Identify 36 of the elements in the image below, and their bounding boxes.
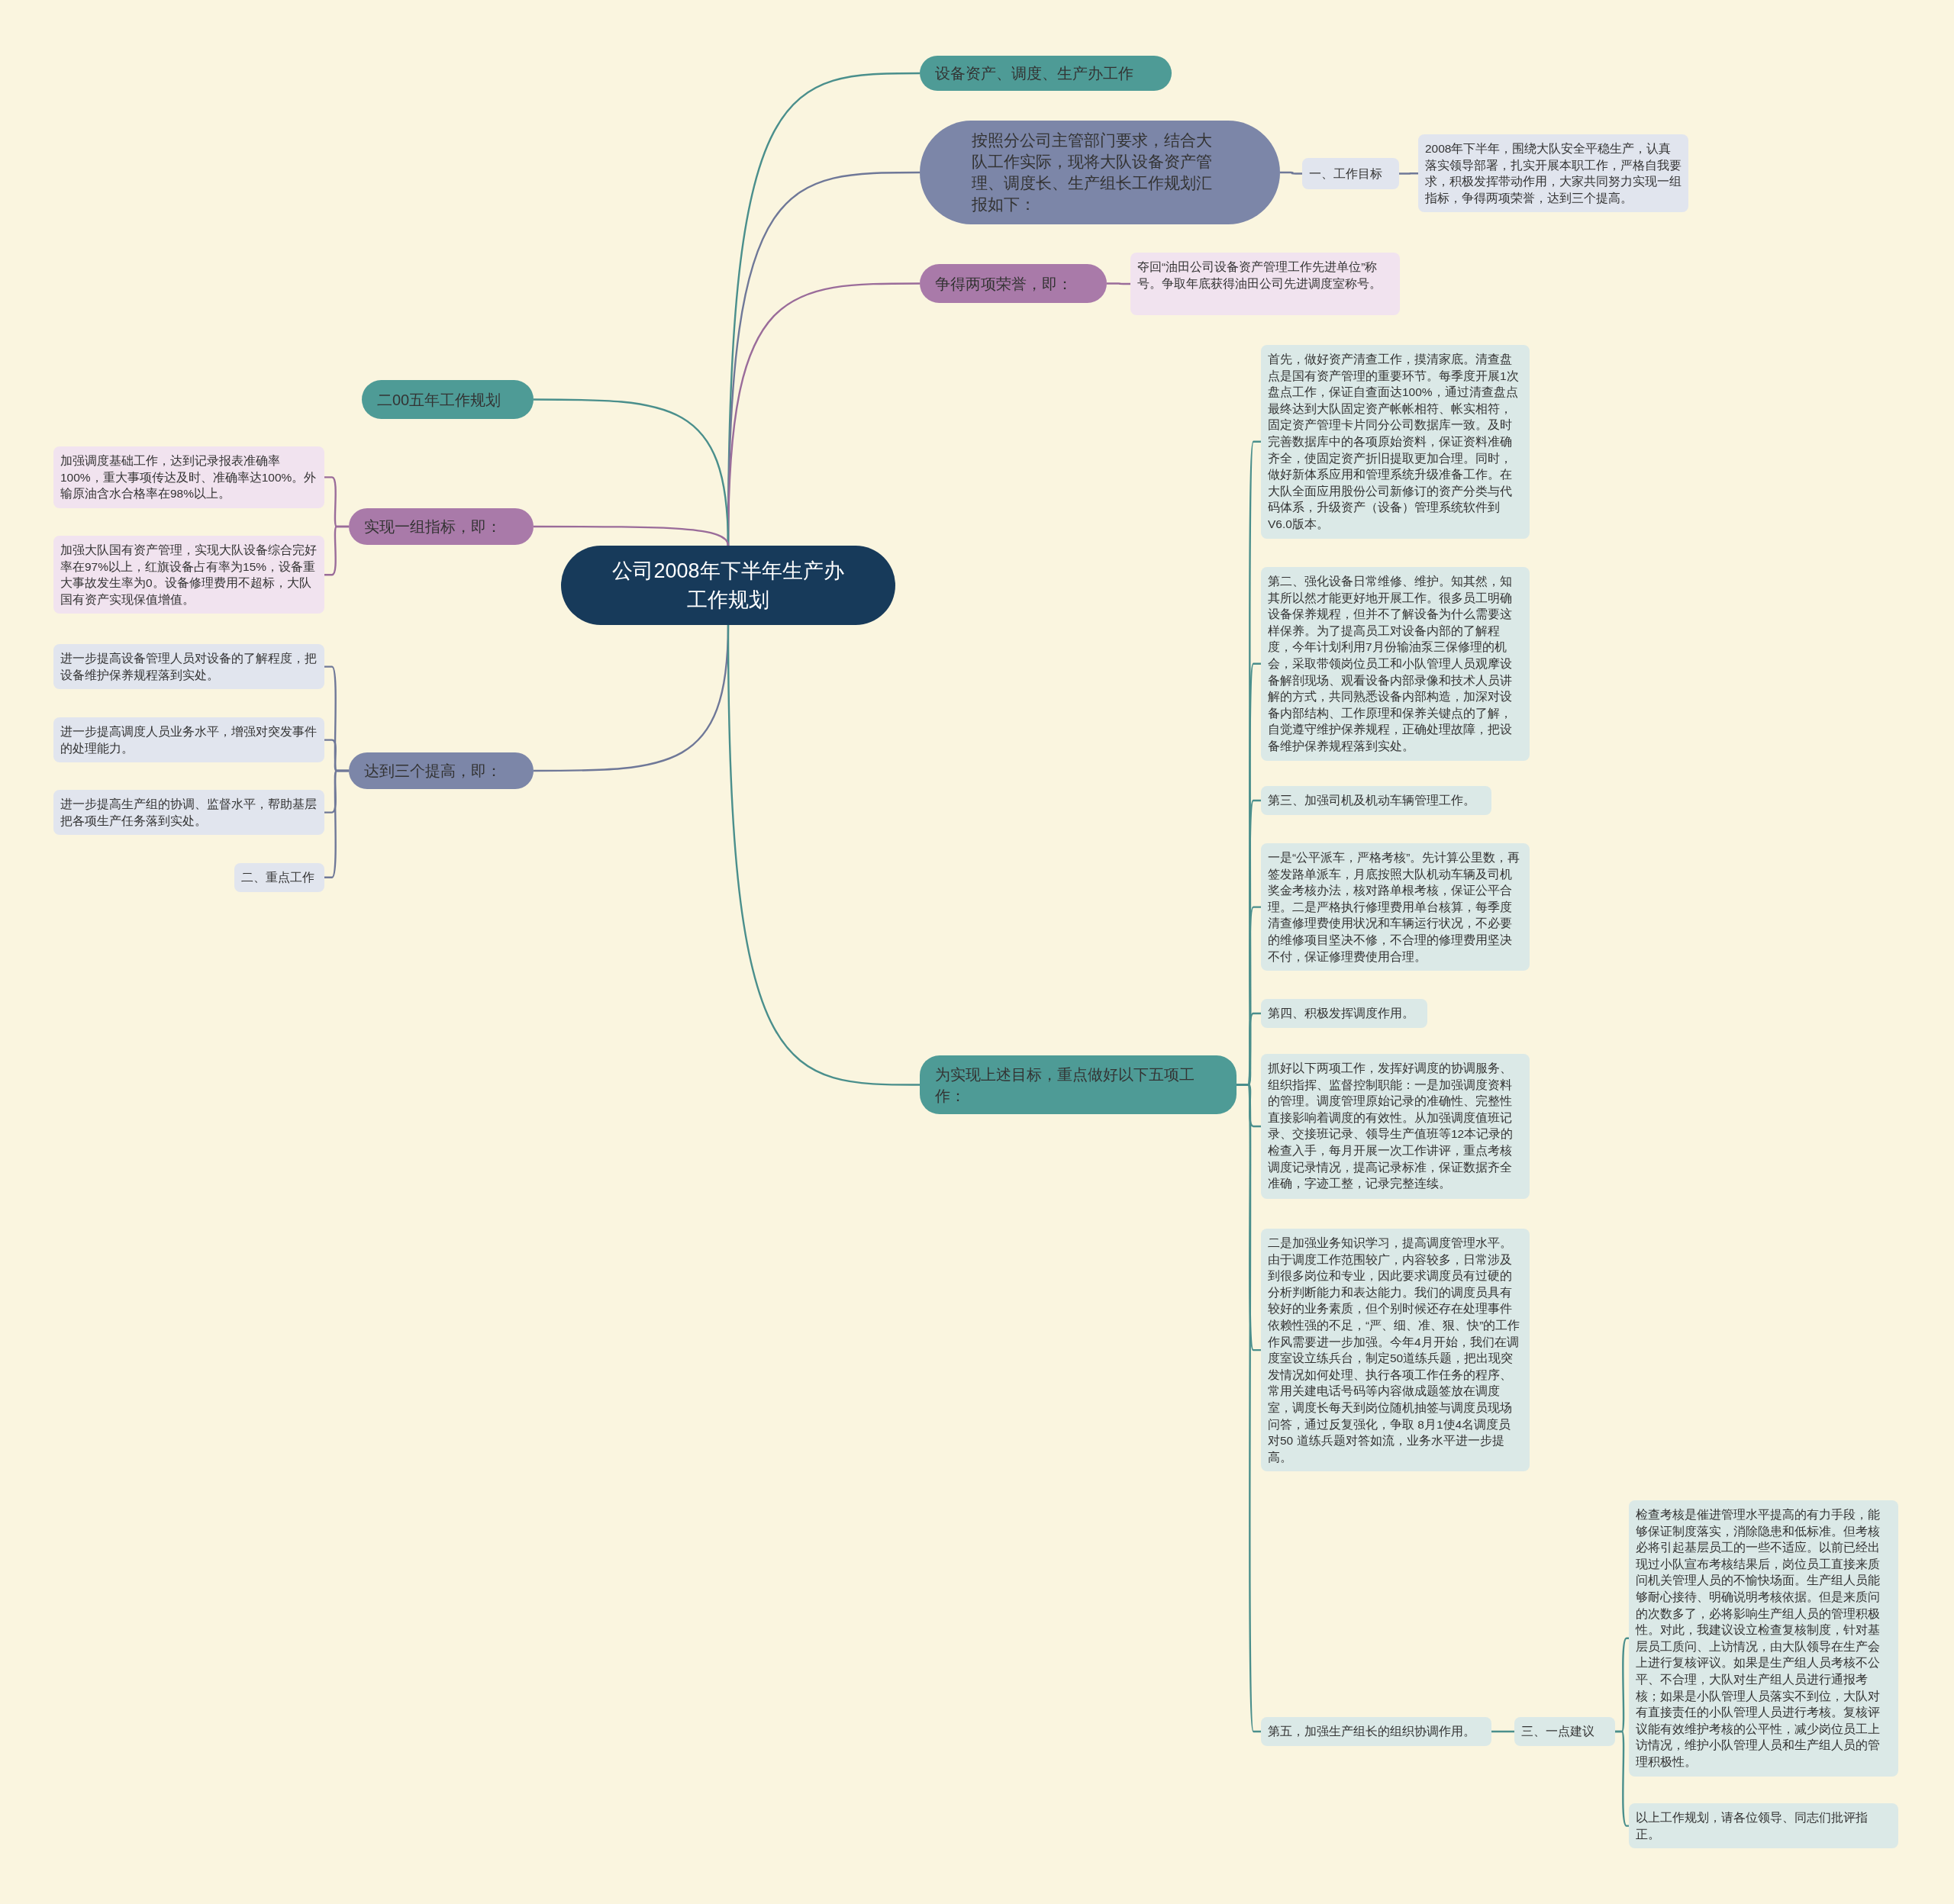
- subtopic-box: 抓好以下两项工作，发挥好调度的协调服务、组织指挥、监督控制职能：一是加强调度资料的管理。调度管理原始记录的准确性、完整性直接影响着调度的有效性。从加强调度值班记录、交接班记录、领导生产值班等12本记录的检查入手，每月开展一次工作讲评，重点考核调度记录情况，提高记录标准，保证数据齐全准确，字迹工整，记录完整连续。: [1261, 1054, 1530, 1199]
- subtopic-box: 二是加强业务知识学习，提高调度管理水平。由于调度工作范围较广，内容较多，日常涉及到很多岗位和专业，因此要求调度员有过硬的分析判断能力和表达能力。我们的调度员具有较好的业务素质，但个别时候还存在处理事件依赖性强的不足，“严、细、准、狠、快”的工作作风需要进一步加强。今年4月开始，我们在调度室设立练兵台，制定50道练兵题，把出现突发情况如何处理、执行各项工作任务的程序、常用关建电话号码等内容做成题签放在调度室，调度长每天到岗位随机抽签与调度员现场问答，通过反复强化，争取 8月1使4名调度员对50 道练兵题对答如流，业务水平进一步提高。: [1261, 1229, 1530, 1472]
- branch-topic: 争得两项荣誉，即：: [920, 264, 1107, 303]
- subtopic-box: 加强调度基础工作，达到记录报表准确率100%，重大事项传达及时、准确率达100%。外输原油含水合格率在98%以上。: [53, 446, 324, 508]
- subtopic-box: 首先，做好资产清查工作，摸清家底。清查盘点是国有资产管理的重要环节。每季度开展1次盘点工作，保证自查面达100%，通过清查盘点最终达到大队固定资产帐帐相符、帐实相符，固定资产管理卡片同分公司数据库一致。及时完善数据库中的各项原始资料，保证资料准确齐全，使固定资产折旧提取更加合理。同时，做好新体系应用和管理系统升级准备工作。在大队全面应用股份公司新修订的资产分类与代码体系，升级资产（设备）管理系统软件到V6.0版本。: [1261, 345, 1530, 539]
- connector-line: [324, 525, 349, 576]
- connector-line: [727, 625, 920, 1086]
- subtopic-box: 二、重点工作: [234, 863, 324, 892]
- subtopic-box: 三、一点建议: [1514, 1717, 1615, 1746]
- branch-topic: 二00五年工作规划: [362, 380, 534, 419]
- connector-line: [1615, 1730, 1629, 1827]
- connector-line: [534, 525, 730, 546]
- connector-line: [1399, 172, 1418, 175]
- subtopic-box: 进一步提高生产组的协调、监督水平，帮助基层把各项生产任务落到实处。: [53, 790, 324, 836]
- subtopic-box: 第四、积极发挥调度作用。: [1261, 999, 1427, 1028]
- central-topic: 公司2008年下半年生产办工作规划: [561, 546, 895, 625]
- subtopic-box: 第五，加强生产组长的组织协调作用。: [1261, 1717, 1491, 1746]
- branch-topic: 达到三个提高，即：: [349, 752, 534, 789]
- branch-topic: 设备资产、调度、生产办工作: [920, 56, 1172, 91]
- subtopic-box: 进一步提高设备管理人员对设备的了解程度，把设备维护保养规程落到实处。: [53, 644, 324, 690]
- branch-topic: 为实现上述目标，重点做好以下五项工作：: [920, 1055, 1237, 1114]
- subtopic-box: 第二、强化设备日常维修、维护。知其然，知其所以然才能更好地开展工作。很多员工明确设备保养规程，但并不了解设备为什么需要这样保养。为了提高员工对设备内部的了解程度，今年计划利用7月份输油泵三保修理的机会，采取带领岗位员工和小队管理人员观摩设备解剖现场、观看设备内部录像和技术人员讲解的方式，共同熟悉设备内部构造，加深对设备内部结构、工作原理和保养关键点的了解，自觉遵守维护保养规程，正确处理故障，把设备维护保养规程落到实处。: [1261, 567, 1530, 761]
- subtopic-box: 进一步提高调度人员业务水平，增强对突发事件的处理能力。: [53, 717, 324, 763]
- connector-line: [1491, 1730, 1514, 1733]
- branch-topic: 实现一组指标，即：: [349, 508, 534, 545]
- subtopic-box: 夺回“油田公司设备资产管理工作先进单位”称号。争取年底获得油田公司先进调度室称号。: [1130, 253, 1400, 315]
- connector-line: [1280, 171, 1302, 175]
- subtopic-box: 检查考核是催进管理水平提高的有力手段，能够保证制度落实，消除隐患和低标准。但考核必将引起基层员工的一些不适应。以前已经出现过小队宣布考核结果后，岗位员工直接来质问机关管理人员的不愉快场面。生产组人员能够耐心接待、明确说明考核依据。但是来质问的次数多了，必将影响生产组人员的管理积极性。对此，我建议设立检查复核制度，针对基层员工质问、上访情况，由大队领导在生产会上进行复核评议。如果是生产组人员考核不公平、不合理，大队对生产组人员进行通报考核；如果是小队管理人员落实不到位，大队对有直接责任的小队管理人员进行考核。复核评议能有效维护考核的公平性，减少岗位员工上访情况，维护小队管理人员和生产组人员的管理积极性。: [1629, 1500, 1898, 1777]
- subtopic-box: 一是“公平派车，严格考核”。先计算公里数，再签发路单派车，月底按照大队机动车辆及司机奖金考核办法，核对路单根考核，保证公平合理。二是严格执行修理费用单台核算，每季度清查修理费使用状况和车辆运行状况，不必要的维修项目坚决不修，不合理的修理费用坚决不付，保证修理费使用合理。: [1261, 843, 1530, 971]
- subtopic-box: 以上工作规划，请各位领导、同志们批评指正。: [1629, 1803, 1898, 1849]
- subtopic-box: 加强大队国有资产管理，实现大队设备综合完好率在97%以上，红旗设备占有率为15%，设备重大事故发生率为0。设备修理费用不超标，大队国有资产实现保值增值。: [53, 536, 324, 614]
- branch-topic: 按照分公司主管部门要求，结合大队工作实际，现将大队设备资产管理、调度长、生产组长工作规划汇报如下：: [920, 121, 1280, 224]
- subtopic-box: 2008年下半年，围绕大队安全平稳生产，认真落实领导部署，扎实开展本职工作，严格自我要求，积极发挥带动作用，大家共同努力实现一组指标，争得两项荣誉，达到三个提高。: [1418, 134, 1688, 213]
- subtopic-box: 一、工作目标: [1302, 158, 1399, 189]
- subtopic-box: 第三、加强司机及机动车辆管理工作。: [1261, 786, 1491, 815]
- connector-line: [1107, 282, 1130, 285]
